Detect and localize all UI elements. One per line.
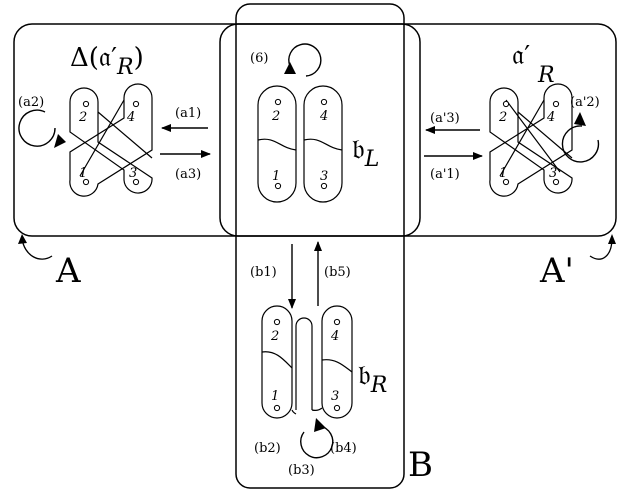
region-A-prime-box [219,23,617,237]
loop-6-arrowhead-icon [284,62,296,74]
region-A-prime-label: A' [539,251,574,291]
point-2-label: 2 [271,109,280,124]
label-a-prime-2: (a'2) [570,95,600,110]
a-prime-prime: ′ [524,41,530,71]
point-2-label: 2 [498,110,507,125]
point-2-label: 2 [78,110,87,125]
point-1-label: 1 [79,166,87,181]
hook-A-icon [21,237,53,260]
hook-A-arrowhead-icon [18,234,27,244]
label-a2: (a2) [18,95,44,110]
delta-prefix: Δ( [70,43,99,73]
loop-a2-arrowhead-icon [54,134,66,148]
label-b4: (b4) [330,441,357,456]
point-3-label: 3 [331,389,339,404]
b-L-frak-b: 𝔟 [352,132,365,165]
a-prime-sub-R: R [537,63,555,88]
point-1-label: 1 [272,169,280,184]
delta-frak-a: 𝔞 [99,40,111,73]
delta-close: ) [134,43,144,73]
hook-A-prime-arrowhead-icon [608,234,616,244]
loop-a-prime-2-icon [561,125,600,163]
b-R-label: 𝔟R [358,358,387,398]
delta-a-prime-diagram: 2 4 1 3 [69,83,153,197]
label-b5: (b5) [324,265,351,280]
loop-6-icon [288,43,322,77]
region-B-label: B [408,445,433,485]
label-a1: (a1) [175,106,201,121]
label-b2: (b2) [254,441,281,456]
b-L-sub: L [364,147,380,172]
point-1-label: 1 [499,166,507,181]
point-3-label: 3 [129,166,137,181]
point-1-label: 1 [271,389,279,404]
point-3-label: 3 [549,166,557,181]
label-a-prime-3: (a'3) [430,111,460,126]
b-L-label: 𝔟L [352,132,379,172]
loop-a2-icon [18,109,56,147]
b-R-sub: R [370,373,388,398]
label-a-prime-1: (a'1) [430,167,460,182]
a-prime-R-label: 𝔞′ R [512,38,555,88]
loop-b-arrowhead-icon [314,418,326,432]
region-B-box [235,3,405,489]
label-b1: (b1) [250,265,277,280]
loop-b-icon [300,425,334,459]
delta-sub-R: R [116,55,134,80]
point-4-label: 4 [126,110,135,125]
loop-a-prime-2-arrowhead-icon [574,112,586,126]
a-prime-R-diagram: 2 4 1 3 [489,83,573,197]
point-3-label: 3 [320,169,328,184]
b-L-diagram: 2 4 1 3 [257,85,343,203]
point-4-label: 4 [319,109,328,124]
region-A-box [13,23,421,237]
point-2-label: 2 [270,329,279,344]
point-4-label: 4 [330,329,339,344]
label-a3: (a3) [175,167,201,182]
b-R-diagram: 2 4 1 3 [261,305,353,419]
b-R-frak-b: 𝔟 [358,358,371,391]
point-4-label: 4 [546,110,555,125]
delta-prime: ′ [111,43,117,73]
hook-A-prime-icon [589,237,613,260]
region-A-label: A [55,251,81,291]
label-6: (6) [250,51,268,66]
label-b3: (b3) [288,463,315,478]
a-prime-frak-a: 𝔞 [512,38,524,71]
delta-a-prime-R-label: Δ(𝔞′R) [70,40,144,80]
